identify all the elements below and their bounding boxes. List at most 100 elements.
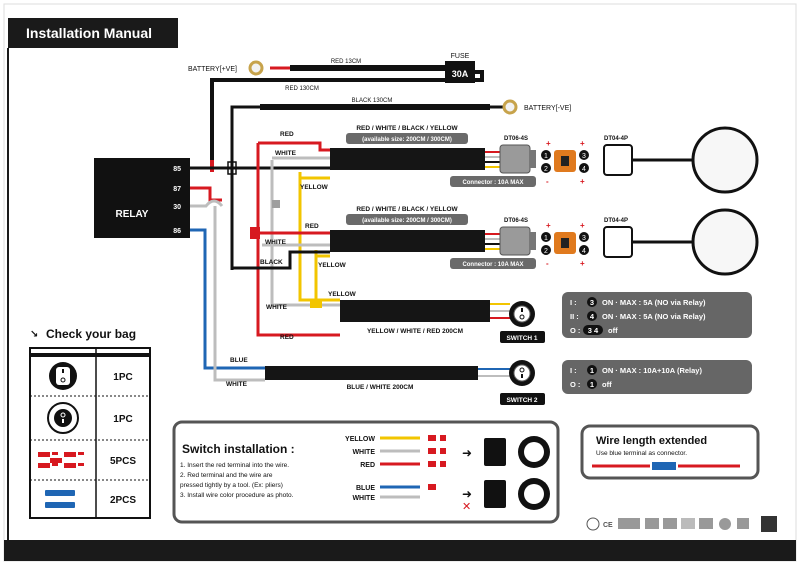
- bag-qty: 1PC: [113, 414, 132, 425]
- svg-text:DT04-4P: DT04-4P: [604, 136, 628, 142]
- harness-2: [330, 230, 485, 252]
- switch-installation-title: Switch installation :: [182, 442, 295, 456]
- relay-label: RELAY: [116, 209, 149, 220]
- blue-wire: [190, 228, 265, 370]
- switch-installation-box: [172, 420, 560, 524]
- check-bag-icon-arrow: ↘: [30, 329, 38, 340]
- svg-text:BLACK: BLACK: [260, 259, 283, 266]
- switch-2-modes: [562, 360, 752, 394]
- svg-text:RED 130CM: RED 130CM: [285, 86, 319, 92]
- svg-text:(available size: 200CM / 300CM: (available size: 200CM / 300CM): [362, 218, 452, 224]
- svg-text:4: 4: [590, 312, 595, 321]
- svg-text:3 4: 3 4: [588, 326, 599, 335]
- bag-qty: 5PCS: [110, 456, 136, 467]
- svg-text:+: +: [580, 221, 585, 230]
- svg-text:WHITE: WHITE: [352, 449, 375, 456]
- svg-text:YELLOW: YELLOW: [328, 291, 357, 298]
- svg-text:WHITE: WHITE: [226, 381, 248, 388]
- svg-text:3: 3: [582, 235, 586, 242]
- svg-text:BLUE / WHITE 200CM: BLUE / WHITE 200CM: [347, 384, 414, 391]
- svg-text:ON · MAX : 10A+10A (Relay): ON · MAX : 10A+10A (Relay): [602, 366, 702, 375]
- connector-2: DT06-4S Connector : 10A MAX + + - + 1 2 …: [450, 218, 700, 269]
- red-terminal-icon: [38, 452, 84, 468]
- battery-negative-label: BATTERY[-VE]: [524, 105, 571, 112]
- svg-text:2. Red terminal and the wire a: 2. Red terminal and the wire are: [180, 472, 273, 479]
- svg-text:3. Install wire color procedur: 3. Install wire color procedure as photo…: [180, 492, 294, 499]
- svg-text:RED: RED: [360, 462, 375, 469]
- harness-1: [330, 148, 485, 170]
- svg-text:DT04-4P: DT04-4P: [604, 218, 628, 224]
- svg-text:Connector : 10A MAX: Connector : 10A MAX: [462, 180, 523, 186]
- svg-text:pressed tightly by a tool. (Ex: pressed tightly by a tool. (Ex: pliers): [180, 482, 283, 489]
- svg-text:RED: RED: [280, 131, 294, 138]
- svg-text:YELLOW: YELLOW: [318, 262, 347, 269]
- battery-positive-label: BATTERY[+VE]: [188, 66, 237, 73]
- blue-connector-icon: [652, 462, 676, 470]
- svg-text:1. Insert the red terminal int: 1. Insert the red terminal into the wire…: [180, 462, 289, 469]
- harness-2-label: RED / WHITE / BLACK / YELLOW: [356, 206, 458, 213]
- svg-text:RED: RED: [305, 223, 319, 230]
- svg-text:BLUE: BLUE: [230, 357, 248, 364]
- svg-text:+: +: [546, 221, 551, 230]
- svg-text:I :: I :: [570, 298, 577, 307]
- svg-text:4: 4: [582, 166, 586, 173]
- footer-bar: [4, 540, 796, 561]
- fuse-label: FUSE: [451, 53, 470, 60]
- svg-text:Connector : 10A MAX: Connector : 10A MAX: [462, 262, 523, 268]
- light-1: [691, 126, 759, 194]
- svg-text:YELLOW: YELLOW: [300, 184, 329, 191]
- install-switch-1-icon: [484, 436, 550, 468]
- svg-text:+: +: [546, 139, 551, 148]
- svg-text:85: 85: [173, 166, 181, 173]
- svg-text:II :: II :: [570, 312, 579, 321]
- svg-text:BLACK 130CM: BLACK 130CM: [352, 98, 393, 104]
- harness-1-label: RED / WHITE / BLACK / YELLOW: [356, 125, 458, 132]
- svg-text:DT06-4S: DT06-4S: [504, 218, 528, 224]
- svg-text:1: 1: [590, 380, 594, 389]
- svg-text:30: 30: [173, 204, 181, 211]
- svg-text:1: 1: [544, 153, 548, 160]
- svg-text:ON · MAX : 5A (NO via Relay): ON · MAX : 5A (NO via Relay): [602, 312, 706, 321]
- switch-2-label: SWITCH 2: [506, 397, 537, 404]
- ring-terminal-icon: [248, 60, 264, 76]
- svg-text:RED: RED: [280, 334, 294, 341]
- svg-text:-: -: [546, 177, 549, 186]
- svg-text:(available size: 200CM / 300CM: (available size: 200CM / 300CM): [362, 137, 452, 143]
- svg-text:off: off: [608, 326, 618, 335]
- arrow-right-icon: ➜: [462, 487, 472, 501]
- fuse-rating: 30A: [452, 69, 469, 79]
- svg-text:+: +: [580, 177, 585, 186]
- svg-text:86: 86: [173, 228, 181, 235]
- svg-text:off: off: [602, 380, 612, 389]
- svg-text:2: 2: [544, 166, 548, 173]
- blue-connector-icon: [45, 490, 75, 508]
- svg-text:ON · MAX : 5A (NO via Relay): ON · MAX : 5A (NO via Relay): [602, 298, 706, 307]
- rocker-switch-icon: [49, 362, 77, 390]
- arrow-right-icon: ➜: [462, 446, 472, 460]
- svg-text:O :: O :: [570, 380, 580, 389]
- svg-text:1: 1: [544, 235, 548, 242]
- svg-text:BLUE: BLUE: [356, 485, 375, 492]
- header-bar: [8, 18, 178, 48]
- switch-1-label: SWITCH 1: [506, 335, 537, 342]
- svg-text:1: 1: [590, 366, 594, 375]
- check-bag-title: Check your bag: [46, 327, 136, 341]
- svg-text:2: 2: [544, 248, 548, 255]
- connector-1: DT06-4S Connector : 10A MAX + + - + 1 2 …: [450, 136, 700, 187]
- ring-terminal-icon: [502, 99, 518, 115]
- svg-text:CE: CE: [603, 522, 613, 529]
- relay: [94, 158, 190, 238]
- svg-text:+: +: [580, 259, 585, 268]
- light-2: [691, 208, 759, 276]
- cross-icon: ✕: [462, 501, 471, 513]
- certification-icons: CE: [586, 516, 777, 532]
- red-wire-130cm: [210, 70, 484, 165]
- page-title: Installation Manual: [26, 25, 152, 41]
- switch-2-cable: [265, 366, 478, 380]
- svg-text:I :: I :: [570, 366, 577, 375]
- svg-text:4: 4: [582, 248, 586, 255]
- svg-text:RED 13CM: RED 13CM: [331, 59, 361, 65]
- wire-extension-subtitle: Use blue terminal as connector.: [596, 450, 687, 457]
- svg-text:-: -: [546, 259, 549, 268]
